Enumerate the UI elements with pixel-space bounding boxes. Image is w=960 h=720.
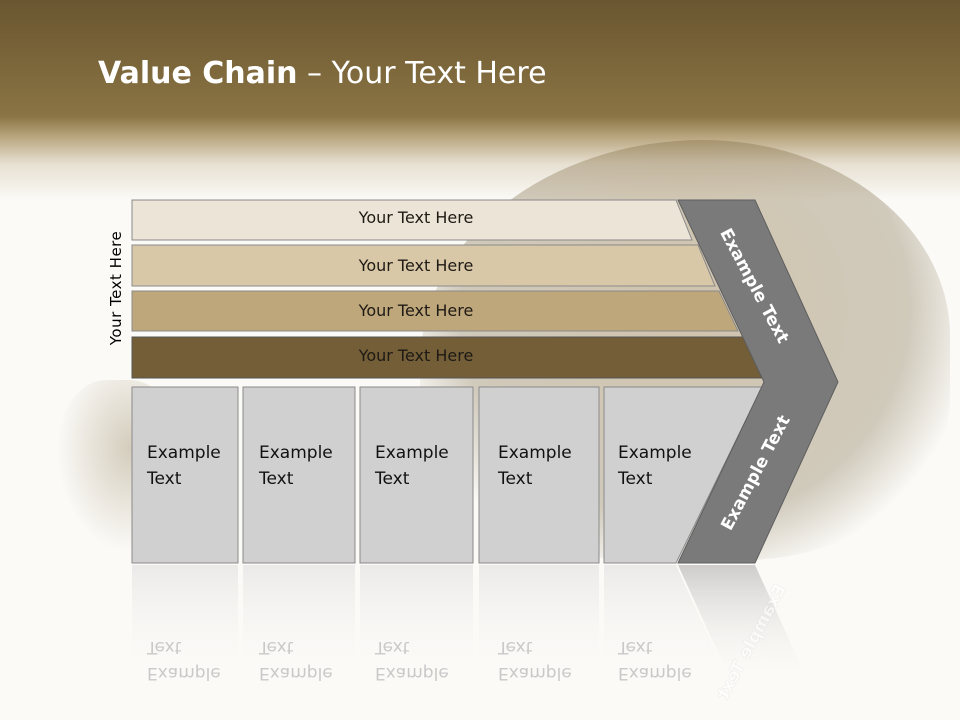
column-reflection-3: [360, 565, 473, 685]
title-bold: Value Chain: [98, 56, 298, 91]
column-reflection-1: [132, 565, 238, 685]
column-label-reflection-5-line2: Text: [618, 637, 653, 657]
column-label-2-line2: Text: [259, 469, 294, 489]
column-label-reflection-2-line1: Example: [259, 663, 333, 683]
row-label-4: Your Text Here: [358, 346, 474, 365]
column-label-reflection-3-line1: Example: [375, 663, 449, 683]
title-rest: – Your Text Here: [297, 56, 547, 91]
column-label-1-line2: Text: [147, 469, 182, 489]
column-box-4: [478, 386, 600, 564]
row-bar-2: [131, 244, 716, 287]
column-label-4-line2: Text: [498, 469, 533, 489]
column-label-reflection-2: Example Text: [259, 634, 333, 686]
column-box-3: [359, 386, 474, 564]
column-label-5-line1: Example: [618, 443, 692, 463]
column-label-reflection-3: Example Text: [375, 634, 449, 686]
row-label-3: Your Text Here: [358, 301, 474, 320]
column-label-reflection-5-line1: Example: [618, 663, 692, 683]
diagram-reflection: [132, 565, 810, 685]
header-band: [0, 0, 960, 200]
column-label-reflection-4-line2: Text: [498, 637, 533, 657]
row-label-2: Your Text Here: [358, 256, 474, 275]
column-reflection-5: [604, 565, 730, 685]
column-box-1: [131, 386, 239, 564]
row-bar-1: [131, 199, 693, 241]
column-label-reflection-3-line2: Text: [375, 637, 410, 657]
column-reflection-2: [243, 565, 355, 685]
column-label-reflection-2-line2: Text: [259, 637, 294, 657]
column-box-5: [603, 386, 763, 564]
row-label-1: Your Text Here: [358, 208, 474, 227]
column-reflection-4: [479, 565, 599, 685]
column-label-5-line2: Text: [618, 469, 653, 489]
column-label-reflection-1-line1: Example: [147, 663, 221, 683]
column-label-reflection-4-line1: Example: [498, 663, 572, 683]
column-label-reflection-4: Example Text: [498, 634, 572, 686]
column-label-3-line1: Example: [375, 443, 449, 463]
column-label-2-line1: Example: [259, 443, 333, 463]
column-label-reflection-1-line2: Text: [147, 637, 182, 657]
side-label-text: Your Text Here: [107, 230, 125, 346]
column-box-2: [242, 386, 356, 564]
chevron-arrow: [677, 199, 839, 564]
column-label-3-line2: Text: [375, 469, 410, 489]
column-label-1-line1: Example: [147, 443, 221, 463]
chevron-reflection: [678, 565, 810, 685]
column-label-4-line1: Example: [498, 443, 572, 463]
page-title: Value Chain – Your Text Here: [98, 52, 547, 96]
row-bar-3: [131, 290, 739, 332]
column-label-reflection-5: Example Text: [618, 634, 692, 686]
column-label-reflection-1: Example Text: [147, 634, 221, 686]
